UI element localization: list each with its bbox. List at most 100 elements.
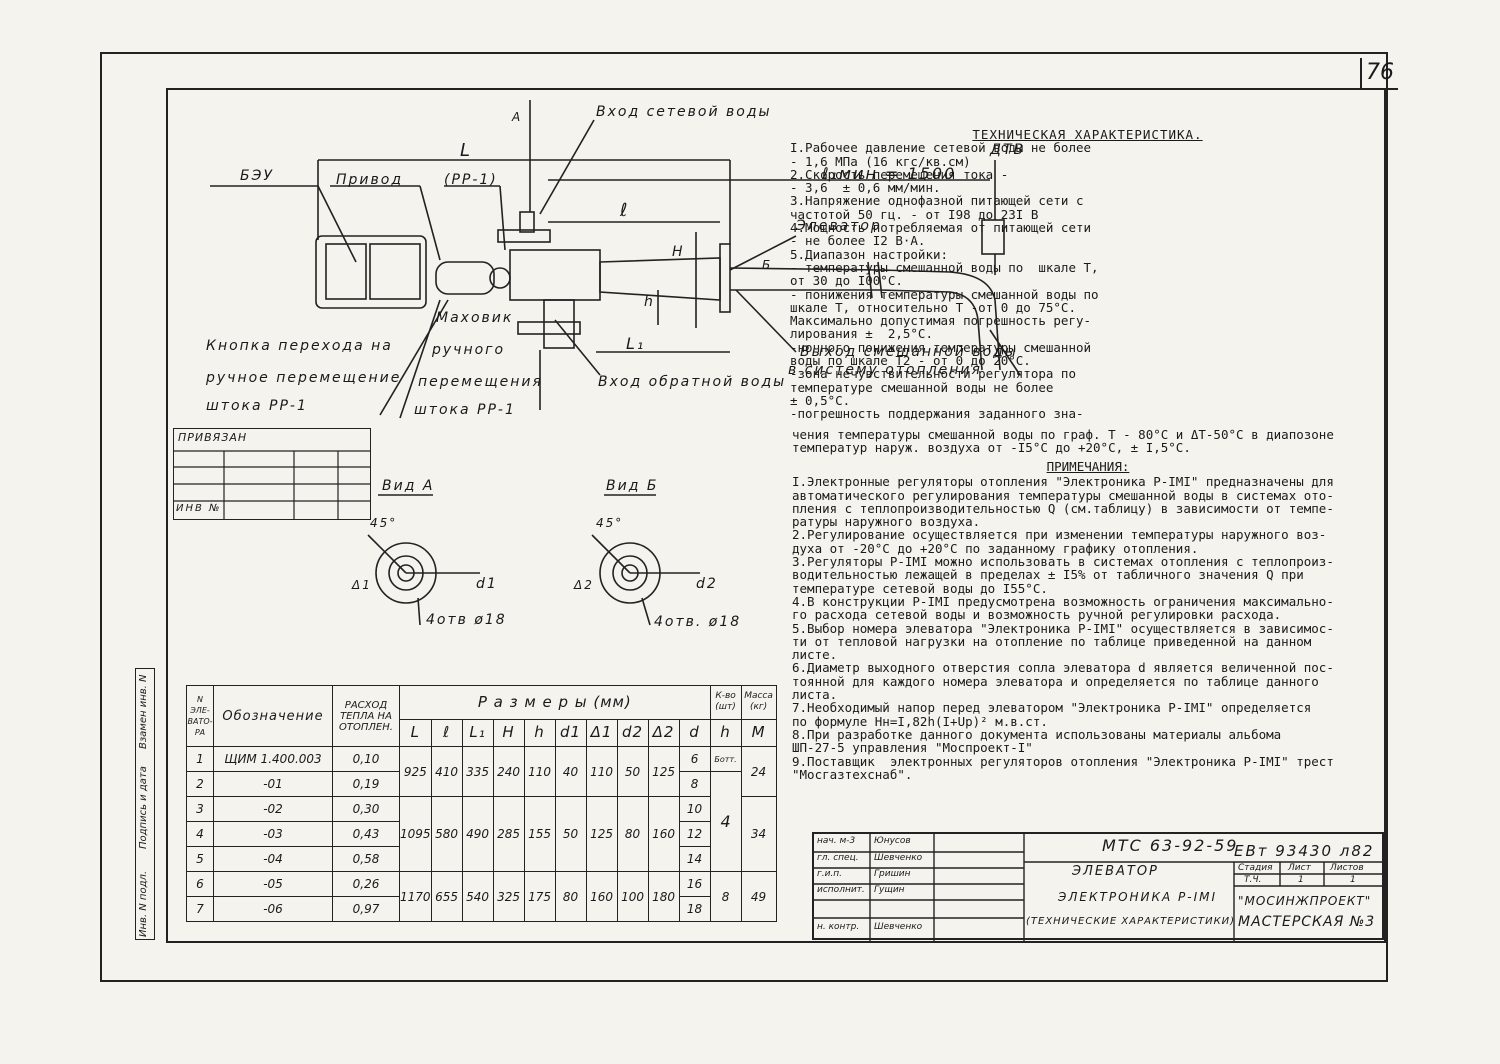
label-vid-b: Вид Б: [606, 478, 659, 494]
label-privod: Привод: [336, 172, 404, 188]
stamp-name: Гришин: [874, 869, 911, 879]
tech-span-2: температур наруж. воздуха от -I5°С до +2…: [792, 440, 1191, 455]
stamp-stadia: Стадия: [1238, 863, 1273, 873]
dimensions-table: N ЭЛЕ-ВАТО-РА Обозначение РАСХОД ТЕПЛА Н…: [186, 685, 777, 922]
side-strip-podpis: Подпись и дата: [138, 766, 149, 849]
note-line: ти от тепловой нагрузки на отопление по …: [792, 633, 1312, 649]
tech-line: ± 0,5°С.: [790, 392, 851, 408]
stamp-role: исполнит.: [817, 885, 865, 895]
note-line: водительностью лежащей в пределах ± I5% …: [792, 567, 1304, 583]
privyazan-box: ПРИВЯЗАН ИНВ №: [173, 428, 371, 520]
label-A2: Δ2: [574, 578, 594, 592]
note-line: 6.Диаметр выходного отверстия сопла элев…: [792, 660, 1334, 676]
tech-line: 5.Диапазон настройки:: [790, 246, 949, 262]
cell-d: 18: [678, 896, 711, 922]
note-line: 9.Поставщик электронных регуляторов отоп…: [792, 753, 1334, 769]
tech-line: - температуры смешанной воды по шкале Т,: [790, 259, 1099, 275]
label-l1min: ℓ₁мин = 1500: [822, 164, 957, 183]
cell-q: 0,97: [332, 896, 400, 922]
stamp-title-3: (ТЕХНИЧЕСКИЕ ХАРАКТЕРИСТИКИ): [1026, 916, 1236, 927]
side-strip: Инв. N подл. Подпись и дата Взамен инв. …: [135, 668, 155, 940]
drawing-inner-frame: [166, 88, 1386, 943]
cell-kvo: 4: [709, 771, 742, 872]
cell-dim: 540: [461, 871, 494, 922]
stamp-org-2: МАСТЕРСКАЯ №3: [1238, 914, 1376, 930]
cell-obozn: -04: [213, 846, 333, 872]
th-col: Δ2: [647, 718, 680, 748]
note-line: листе.: [792, 647, 838, 663]
tech-line: шкале Т, относительно Т -от 0 до 75°С.: [790, 299, 1076, 315]
cell-dim: 125: [585, 796, 618, 872]
tech-line: 4.Мощность потребляемая от питающей сети: [790, 220, 1092, 236]
sheet-number: 76: [1360, 58, 1398, 90]
tech-title: ТЕХНИЧЕСКАЯ ХАРАКТЕРИСТИКА.: [972, 127, 1203, 142]
cell-obozn: ЩИМ 1.400.003: [213, 746, 333, 772]
cell-kvo: 8: [709, 871, 742, 922]
cell-massa: 49: [740, 871, 777, 922]
privyazan-label: ПРИВЯЗАН: [178, 431, 248, 444]
drawing-outer-frame: [100, 52, 1388, 982]
cell-d: 16: [678, 871, 711, 897]
cell-dim: 160: [585, 871, 618, 922]
th-col: d1: [554, 718, 587, 748]
cell-q: 0,10: [332, 746, 400, 772]
note-line: листа.: [792, 687, 838, 703]
stamp-listov: Листов: [1330, 863, 1364, 873]
tech-lines: I.Рабочее давление сетевой воды не более…: [790, 141, 1385, 422]
th-kvo: К-во (шт): [709, 685, 742, 720]
th-obozn: Обозначение: [213, 685, 333, 747]
cell-dim: 335: [461, 746, 494, 797]
label-h: h: [644, 294, 655, 310]
tech-line: - 1,6 МПа (16 кгс/кв.см): [790, 153, 971, 169]
label-otv-b: 4отв. ø18: [654, 614, 742, 630]
cell-n: 2: [186, 771, 214, 797]
cell-dim: 1095: [399, 796, 432, 872]
cell-d: 14: [678, 846, 711, 872]
cell-dim: 125: [647, 746, 680, 797]
note-line: температуре сетевой воды до I55°С.: [792, 580, 1048, 596]
th-massa: Масса (кг): [740, 685, 777, 720]
th-h_m: M: [740, 718, 777, 748]
note-line: тоянной для каждого номера элеватора и о…: [792, 673, 1319, 689]
tech-line: -погрешность поддержания заданного зна-: [790, 406, 1084, 422]
cell-obozn: -02: [213, 796, 333, 822]
stamp-name: Гущин: [874, 885, 905, 895]
label-ruchnogo: ручного: [432, 342, 506, 358]
cell-q: 0,58: [332, 846, 400, 872]
note-line: ШП-27-5 управления "Моспроект-I": [792, 740, 1033, 756]
cell-dim: 655: [430, 871, 463, 922]
tech-line: - не более I2 В·А.: [790, 233, 926, 249]
stamp-name: Шевченко: [874, 853, 923, 863]
cell-obozn: -06: [213, 896, 333, 922]
side-strip-inv: Инв. N подл.: [138, 870, 149, 937]
note-line: духа от -20°С до +20°С по заданному граф…: [792, 540, 1199, 556]
title-block-grid: [814, 834, 1386, 942]
cell-n: 7: [186, 896, 214, 922]
notes-lines: I.Электронные регуляторы отопления "Элек…: [792, 475, 1384, 781]
note-line: 3.Регуляторы Р-IМI можно использовать в …: [792, 554, 1334, 570]
tech-line: температуре смешанной воды не более: [790, 379, 1054, 395]
note-line: 2.Регулирование осуществляется при измен…: [792, 527, 1327, 543]
tech-span-1: чения температуры смешанной воды по граф…: [792, 427, 1334, 442]
stamp-name: Шевченко: [874, 922, 923, 932]
label-peremescheniya: перемещения: [418, 374, 543, 390]
label-mahovik: Маховик: [436, 310, 514, 326]
cell-d: 12: [678, 821, 711, 847]
th-col: ℓ: [430, 718, 463, 748]
cell-dim: 580: [430, 796, 463, 872]
stamp-title-2: ЭЛЕКТРОНИКА Р-IМI: [1058, 890, 1218, 904]
tech-line: - 3,6 ± 0,6 мм/мин.: [790, 180, 941, 196]
th-col: L: [399, 718, 432, 748]
cell-n: 1: [186, 746, 214, 772]
tech-line: - понижения температуры смешанной воды п…: [790, 286, 1099, 302]
label-knopka-2: ручное перемещение: [206, 370, 402, 386]
cell-dim: 410: [430, 746, 463, 797]
stamp-role: нач. м-3: [817, 836, 856, 846]
th-col: L₁: [461, 718, 494, 748]
tech-line: -зона нечувствительности регулятора по: [790, 366, 1076, 382]
cell-n: 6: [186, 871, 214, 897]
